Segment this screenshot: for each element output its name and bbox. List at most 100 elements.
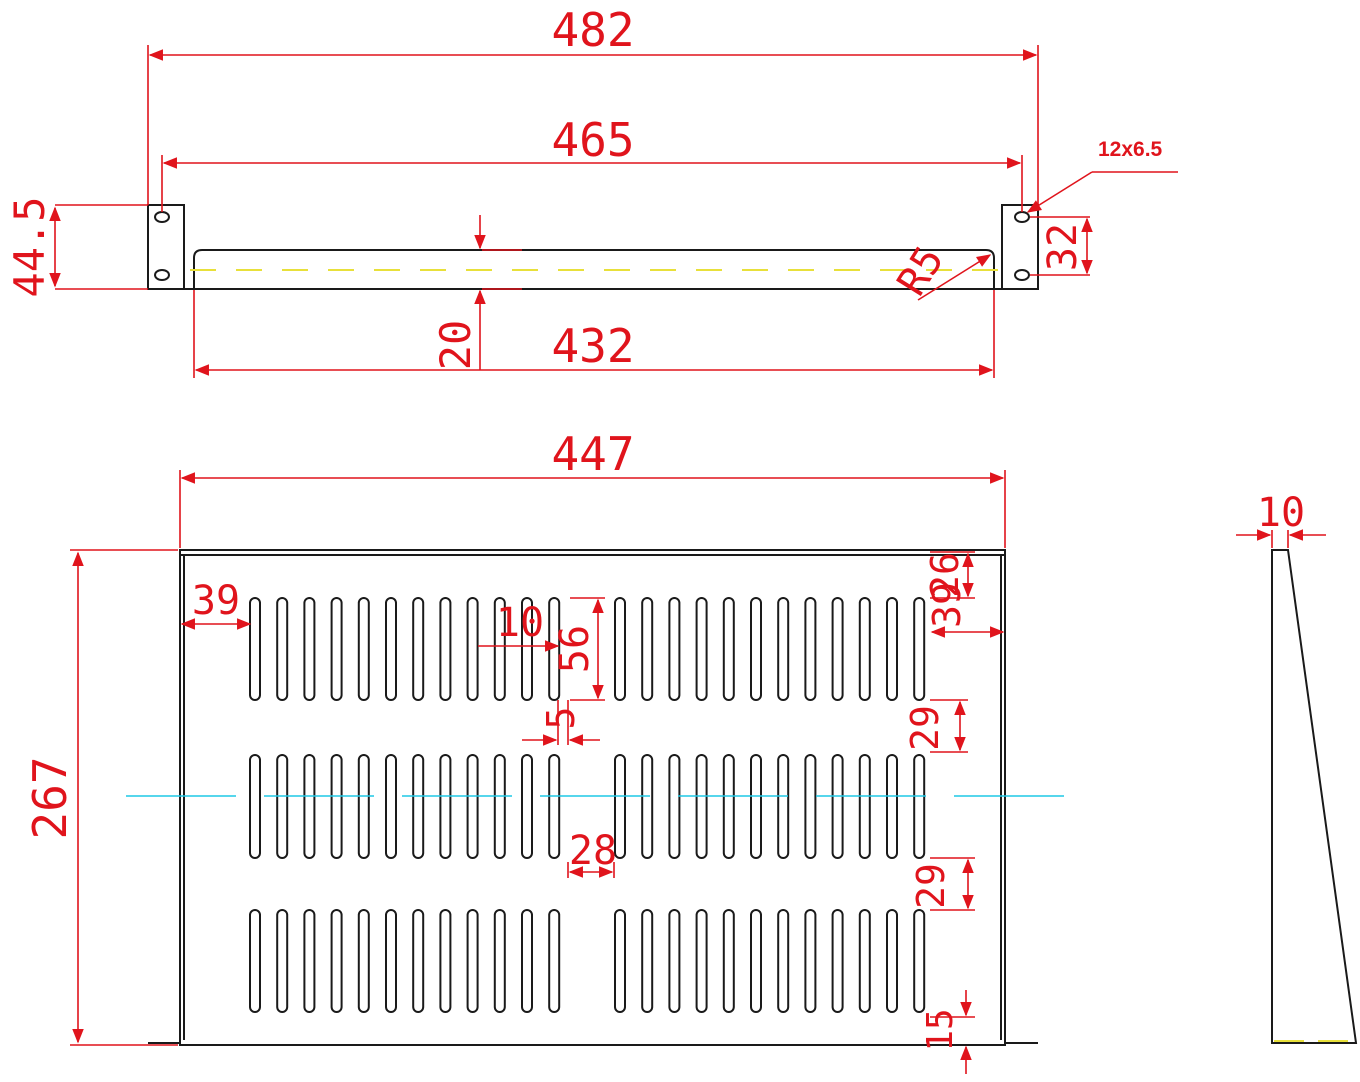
- dim-right-offset: 39: [925, 582, 969, 628]
- vent-slot: [777, 597, 790, 701]
- dim-group-gap: 28: [569, 828, 617, 874]
- vent-slot: [614, 597, 626, 701]
- vent-slot: [668, 909, 681, 1013]
- vent-slot: [668, 754, 681, 859]
- vent-slot: [330, 909, 343, 1013]
- vent-slot: [303, 754, 316, 859]
- side-profile: [1271, 549, 1358, 1044]
- vent-slot: [913, 597, 926, 701]
- dim-fillet-radius: R5: [889, 238, 954, 303]
- vent-slot: [521, 909, 533, 1013]
- vent-slot: [722, 754, 735, 859]
- dim-bottom-offset: 15: [920, 1008, 961, 1051]
- vent-slot: [886, 754, 898, 859]
- vent-slot: [493, 754, 506, 859]
- dim-top-depth: 267: [23, 756, 77, 839]
- vent-slot: [412, 909, 425, 1013]
- vent-slot: [249, 597, 261, 701]
- vent-slot: [493, 597, 506, 701]
- mount-hole: [1014, 269, 1030, 281]
- vent-slot: [303, 597, 316, 701]
- vent-slot: [722, 909, 735, 1013]
- tray-outline: [179, 549, 1006, 1046]
- vent-slot: [548, 909, 561, 1013]
- vent-slot: [913, 754, 926, 859]
- mount-hole: [1014, 211, 1030, 223]
- vent-slot: [439, 754, 452, 859]
- dim-top-width: 447: [551, 427, 634, 481]
- hole-note: 12x6.5: [1098, 138, 1163, 161]
- vent-slot: [804, 597, 817, 701]
- vent-slot: [750, 597, 762, 701]
- vent-slot: [249, 909, 261, 1013]
- dim-slot-pitch: 10: [496, 600, 544, 646]
- vent-slot: [412, 597, 425, 701]
- vent-slot: [695, 597, 708, 701]
- vent-slot: [357, 909, 370, 1013]
- vent-slot: [804, 754, 817, 859]
- vent-slot: [858, 754, 871, 859]
- dim-slot-width: 5: [539, 707, 583, 730]
- dim-hole-pitch: 465: [551, 113, 634, 167]
- side-view: 10: [1236, 490, 1358, 1044]
- vent-slot: [466, 909, 479, 1013]
- vent-slot: [750, 754, 762, 859]
- vent-slot: [385, 909, 397, 1013]
- vent-slot: [493, 909, 506, 1013]
- vent-slot: [385, 754, 397, 859]
- dim-side-thickness: 10: [1257, 490, 1305, 536]
- mount-hole: [154, 269, 170, 281]
- vent-slot: [641, 597, 654, 701]
- vent-slot: [886, 597, 898, 701]
- vent-slot: [641, 909, 654, 1013]
- vent-slot: [641, 754, 654, 859]
- vent-slot: [777, 909, 790, 1013]
- vent-slots: [249, 597, 926, 1013]
- dim-hole-spacing: 32: [1040, 223, 1086, 271]
- vent-slot: [330, 597, 343, 701]
- vent-slot: [831, 754, 844, 859]
- vent-slot: [750, 909, 762, 1013]
- vent-slot: [777, 754, 790, 859]
- tray-profile: [184, 249, 1002, 290]
- vent-slot: [858, 597, 871, 701]
- vent-slot: [466, 597, 479, 701]
- vent-slot: [412, 754, 425, 859]
- vent-slot: [831, 909, 844, 1013]
- vent-slot: [357, 597, 370, 701]
- front-view: 482 465 432 44.5 20 32 R5 12x6.5: [5, 3, 1178, 378]
- vent-slot: [886, 909, 898, 1013]
- dim-row-gap-1: 29: [903, 705, 947, 751]
- vent-slot: [439, 909, 452, 1013]
- dim-top-offset: 26: [923, 552, 967, 598]
- vent-slot: [695, 754, 708, 859]
- vent-slot: [439, 597, 452, 701]
- vent-slot: [858, 909, 871, 1013]
- left-ear: [147, 204, 185, 290]
- dim-tray-width: 432: [551, 319, 634, 373]
- vent-slot: [722, 597, 735, 701]
- dim-overall-width: 482: [551, 3, 634, 57]
- vent-slot: [276, 597, 289, 701]
- vent-slot: [695, 909, 708, 1013]
- vent-slot: [357, 754, 370, 859]
- mount-hole: [154, 211, 170, 223]
- vent-slot: [521, 597, 533, 701]
- vent-slot: [913, 909, 926, 1013]
- vent-slot: [614, 909, 626, 1013]
- vent-slot: [614, 754, 626, 859]
- vent-slot: [804, 909, 817, 1013]
- right-ear: [1001, 204, 1039, 290]
- vent-slot: [521, 754, 533, 859]
- dim-row-gap-2: 29: [909, 863, 953, 909]
- dim-lip-height: 20: [431, 320, 480, 371]
- vent-slot: [249, 754, 261, 859]
- vent-slot: [330, 754, 343, 859]
- vent-slot: [276, 909, 289, 1013]
- vent-slot: [548, 754, 561, 859]
- vent-slot: [831, 597, 844, 701]
- vent-slot: [668, 597, 681, 701]
- vent-slot: [303, 909, 316, 1013]
- top-view: 447 267 39 10 56 5 28 26: [23, 427, 1088, 1074]
